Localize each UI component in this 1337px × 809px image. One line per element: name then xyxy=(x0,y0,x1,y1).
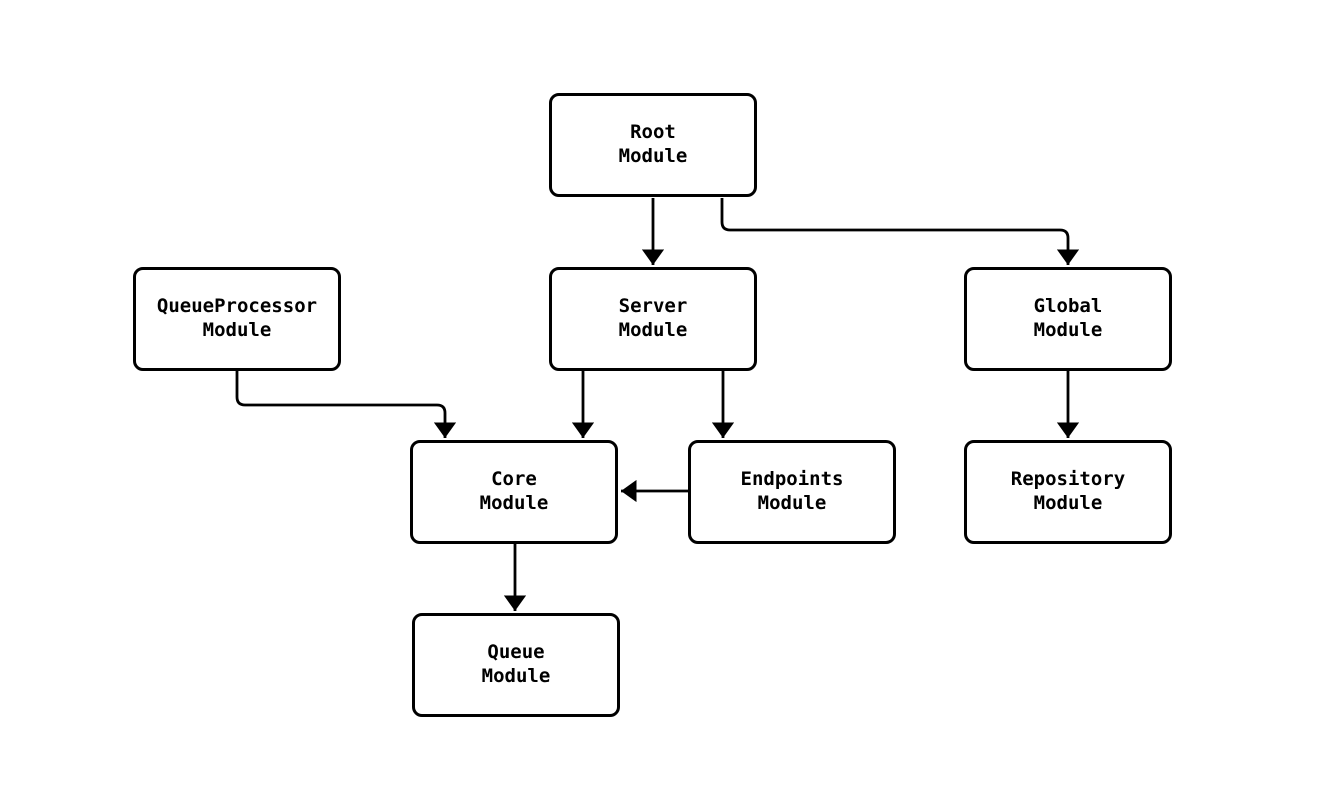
node-label: QueueProcessor Module xyxy=(156,295,318,341)
node-label: Global Module xyxy=(1033,295,1103,341)
node-repository-module: Repository Module xyxy=(964,440,1172,544)
node-label: Repository Module xyxy=(1010,468,1126,514)
node-label: Queue Module xyxy=(481,641,551,687)
node-core-module: Core Module xyxy=(410,440,618,544)
node-server-module: Server Module xyxy=(549,267,757,371)
node-label: Endpoints Module xyxy=(740,468,844,514)
node-queue-module: Queue Module xyxy=(412,613,620,717)
node-root-module: Root Module xyxy=(549,93,757,197)
node-global-module: Global Module xyxy=(964,267,1172,371)
node-label: Root Module xyxy=(618,121,688,167)
edge-root-to-global xyxy=(720,198,1080,265)
node-label: Server Module xyxy=(618,295,688,341)
edge-queueprocessor-to-core xyxy=(235,371,457,438)
node-label: Core Module xyxy=(479,468,549,514)
node-queueprocessor-module: QueueProcessor Module xyxy=(133,267,341,371)
node-endpoints-module: Endpoints Module xyxy=(688,440,896,544)
